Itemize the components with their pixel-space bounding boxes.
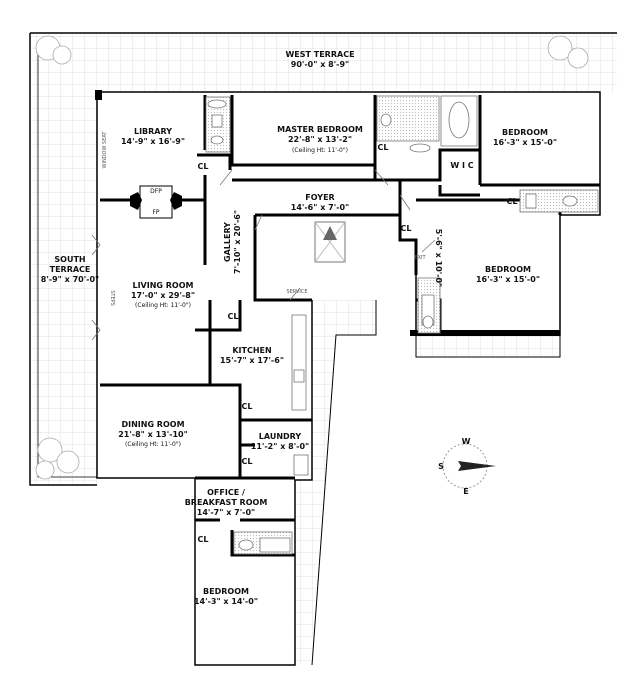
service-label: SERVICE bbox=[286, 289, 307, 295]
bedroom-s-name: BEDROOM bbox=[203, 587, 249, 596]
bedroom-e-name: BEDROOM bbox=[485, 265, 531, 274]
laundry-dims: 11'-2" x 8'-0" bbox=[251, 442, 309, 451]
compass-arrow-icon bbox=[458, 461, 496, 471]
bedroom-s-dims: 14'-3" x 14'-0" bbox=[194, 597, 258, 606]
window-seat-label: WINDOW SEAT bbox=[102, 131, 108, 169]
closet-label: CL bbox=[507, 197, 518, 206]
compass-left-label: S bbox=[438, 462, 444, 471]
exit-label: EXIT bbox=[414, 255, 426, 261]
exterior-walls bbox=[95, 90, 601, 666]
south-terrace-name-2: TERRACE bbox=[50, 265, 91, 274]
living-room-name: LIVING ROOM bbox=[132, 281, 193, 290]
fireplace-icon bbox=[130, 185, 182, 219]
west-terrace bbox=[30, 32, 617, 93]
west-terrace-name: WEST TERRACE bbox=[285, 50, 354, 59]
library-name: LIBRARY bbox=[134, 127, 172, 136]
office-dims: 14'-7" x 7'-0" bbox=[197, 508, 255, 517]
door-swings bbox=[91, 169, 436, 341]
closet-label: CL bbox=[242, 402, 253, 411]
shrub-icon bbox=[35, 35, 589, 480]
master-bedroom-name: MASTER BEDROOM bbox=[277, 125, 363, 134]
south-terrace-name-1: SOUTH bbox=[54, 255, 85, 264]
kitchen-dims: 15'-7" x 17'-6" bbox=[220, 356, 284, 365]
office-name-1: OFFICE / bbox=[207, 488, 245, 497]
bedroom-ne-dims: 16'-3" x 15'-0" bbox=[493, 138, 557, 147]
wic-label: W I C bbox=[450, 161, 473, 170]
office-name-2: BREAKFAST ROOM bbox=[185, 498, 268, 507]
closet-label: CL bbox=[378, 143, 389, 152]
steps-label: STEPS bbox=[109, 290, 115, 306]
south-terrace-dims: 8'-9" x 70'-0" bbox=[41, 275, 99, 284]
dining-room-name: DINING ROOM bbox=[121, 420, 184, 429]
balcony bbox=[415, 334, 561, 358]
bathroom-fixtures bbox=[205, 95, 599, 555]
dining-room-dims: 21'-8" x 13'-10" bbox=[118, 430, 188, 439]
kitchen-name: KITCHEN bbox=[232, 346, 271, 355]
hall-e-dims: 5'-6" x 10'-0" bbox=[434, 229, 443, 287]
foyer-dims: 14'-6" x 7'-0" bbox=[291, 203, 349, 212]
living-room-ceiling: (Ceiling Ht: 11'-0") bbox=[135, 302, 191, 309]
closet-label: CL bbox=[198, 162, 209, 171]
laundry-name: LAUNDRY bbox=[259, 432, 302, 441]
foyer-name: FOYER bbox=[305, 193, 334, 202]
stair-icon bbox=[314, 221, 346, 263]
bedroom-ne-name: BEDROOM bbox=[502, 128, 548, 137]
closet-label: CL bbox=[242, 457, 253, 466]
dfp-label: DFP bbox=[150, 188, 162, 195]
master-bedroom-ceiling: (Ceiling Ht: 11'-0") bbox=[292, 147, 348, 154]
compass-top-label: W bbox=[462, 437, 471, 446]
library-dims: 14'-9" x 16'-9" bbox=[121, 137, 185, 146]
fp-label: FP bbox=[152, 209, 159, 216]
closet-label: CL bbox=[401, 224, 412, 233]
compass-bottom-label: E bbox=[463, 487, 468, 496]
closet-label: CL bbox=[198, 535, 209, 544]
compass bbox=[442, 443, 496, 489]
labels: WEST TERRACE 90'-0" x 8'-9" SOUTH TERRAC… bbox=[41, 50, 557, 606]
dining-room-ceiling: (Ceiling Ht: 11'-0") bbox=[125, 441, 181, 448]
west-terrace-dims: 90'-0" x 8'-9" bbox=[291, 60, 349, 69]
east-terrace bbox=[295, 300, 377, 666]
bedroom-e-dims: 16'-3" x 15'-0" bbox=[476, 275, 540, 284]
gallery-name: GALLERY bbox=[223, 222, 232, 262]
south-terrace bbox=[29, 33, 97, 486]
master-bedroom-dims: 22'-8" x 13'-2" bbox=[288, 135, 352, 144]
closet-label: CL bbox=[228, 312, 239, 321]
living-room-dims: 17'-0" x 29'-8" bbox=[131, 291, 195, 300]
gallery-dims: 7'-10" x 20'-6" bbox=[233, 210, 242, 274]
